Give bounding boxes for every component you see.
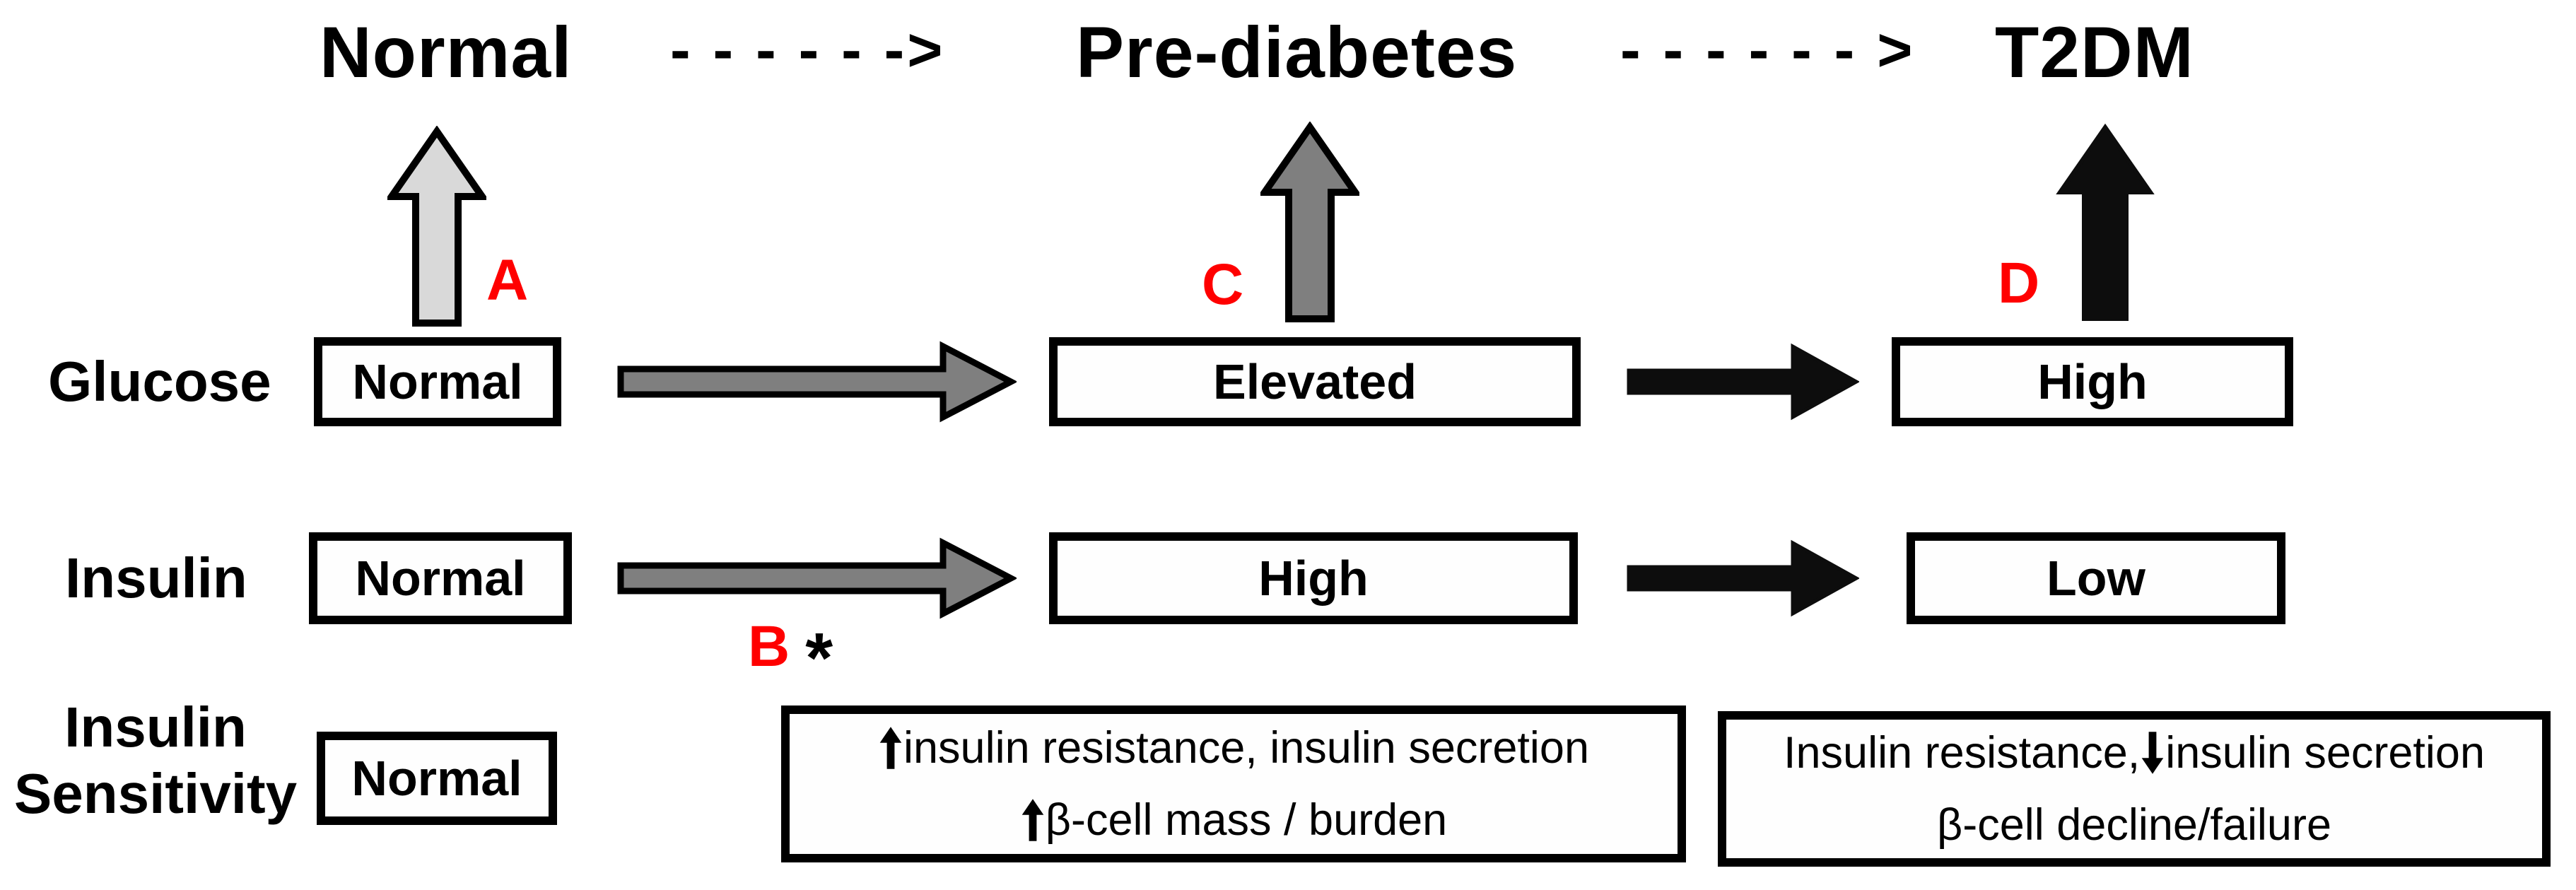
marker-b-asterisk: * <box>805 619 833 698</box>
t2dm-note-box: Insulin resistance, insulin secretion β-… <box>1718 711 2551 867</box>
stage-title-prediabetes: Pre-diabetes <box>1076 12 1518 93</box>
up-arrow-icon <box>879 727 902 769</box>
prediabetes-note-line1: insulin resistance, insulin secretion <box>878 712 1589 784</box>
row-label-glucose: Glucose <box>48 350 271 413</box>
right-arrow-icon-glucose-1 <box>617 341 1017 423</box>
marker-a: A <box>486 248 529 312</box>
glucose-normal-box: Normal <box>314 337 561 426</box>
row-label-insulin-sensitivity-line1: Insulin <box>64 696 247 759</box>
t2dm-note-line2-text: β-cell decline/failure <box>1937 800 2331 850</box>
down-arrow-icon <box>2141 732 2164 774</box>
row-label-insulin-sensitivity-line2: Sensitivity <box>13 762 298 825</box>
up-arrow-icon-stage-a <box>387 126 486 327</box>
prediabetes-note-box: insulin resistance, insulin secretion β-… <box>781 705 1686 862</box>
up-arrow-icon-stage-d <box>2056 123 2155 321</box>
right-arrow-icon-glucose-2 <box>1627 343 1859 421</box>
prediabetes-note-line1-text: insulin resistance, insulin secretion <box>903 723 1589 773</box>
insulin-normal-box: Normal <box>309 532 572 624</box>
t2dm-note-line1-after: insulin secretion <box>2165 728 2485 778</box>
glucose-high-value: High <box>2037 354 2148 409</box>
glucose-elevated-box: Elevated <box>1049 337 1581 426</box>
marker-c: C <box>1202 252 1244 317</box>
marker-b: B <box>748 614 790 679</box>
insulin-sensitivity-normal-value: Normal <box>351 751 522 806</box>
t2dm-note-line1: Insulin resistance, insulin secretion <box>1784 717 2485 789</box>
stage-title-normal: Normal <box>320 12 573 93</box>
dashed-progression-arrow-2: - - - - - - > <box>1620 16 1916 84</box>
marker-b-group: B * <box>748 614 833 698</box>
marker-d: D <box>1998 251 2040 315</box>
prediabetes-note-line2-text: β-cell mass / burden <box>1045 795 1448 845</box>
insulin-high-value: High <box>1258 551 1369 606</box>
row-label-insulin-sensitivity: Insulin Sensitivity <box>0 694 311 827</box>
insulin-low-box: Low <box>1907 532 2285 624</box>
glucose-high-box: High <box>1892 337 2293 426</box>
up-arrow-icon-stage-c <box>1260 122 1359 322</box>
row-label-insulin: Insulin <box>65 546 247 609</box>
insulin-sensitivity-normal-box: Normal <box>317 732 557 825</box>
stage-title-t2dm: T2DM <box>1995 12 2194 93</box>
glucose-normal-value: Normal <box>352 354 523 409</box>
right-arrow-icon-insulin-2 <box>1627 539 1859 617</box>
insulin-high-box: High <box>1049 532 1578 624</box>
insulin-normal-value: Normal <box>355 551 526 606</box>
dashed-progression-arrow-1: - - - - - -> <box>670 16 946 84</box>
t2dm-note-line2: β-cell decline/failure <box>1937 789 2331 861</box>
prediabetes-note-line2: β-cell mass / burden <box>1020 784 1447 856</box>
glucose-elevated-value: Elevated <box>1213 354 1417 409</box>
right-arrow-icon-insulin-1 <box>617 537 1017 619</box>
t2dm-note-line1-before: Insulin resistance, <box>1784 728 2141 778</box>
up-arrow-icon <box>1021 799 1044 841</box>
insulin-low-value: Low <box>2047 551 2145 606</box>
